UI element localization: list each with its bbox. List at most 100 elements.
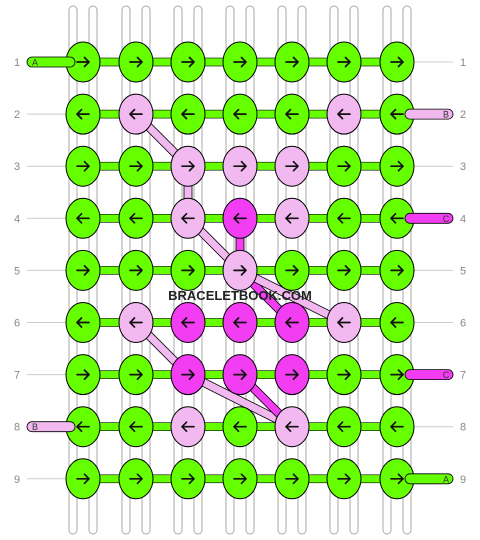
knot bbox=[326, 406, 362, 448]
arrow-right-icon bbox=[337, 473, 351, 485]
arrow-left-icon bbox=[285, 317, 299, 328]
arrow-left-icon bbox=[390, 317, 404, 328]
arrow-left-icon bbox=[181, 317, 195, 328]
right-string-tail bbox=[404, 108, 454, 120]
knot bbox=[118, 197, 154, 239]
row-label-right: 7 bbox=[460, 370, 466, 382]
arrow-left-icon bbox=[285, 212, 299, 224]
arrow-left-icon bbox=[233, 421, 247, 433]
knot bbox=[65, 145, 101, 187]
knot bbox=[118, 354, 154, 396]
arrow-right-icon bbox=[129, 369, 143, 380]
knot bbox=[118, 93, 154, 135]
arrow-left-icon bbox=[337, 108, 351, 120]
arrow-left-icon bbox=[76, 108, 90, 120]
knot bbox=[274, 145, 310, 187]
arrow-left-icon bbox=[285, 421, 299, 433]
knot bbox=[170, 302, 206, 343]
arrow-right-icon bbox=[181, 265, 195, 276]
arrow-right-icon bbox=[233, 369, 247, 380]
arrow-left-icon bbox=[181, 212, 195, 224]
knot bbox=[274, 406, 310, 448]
knot bbox=[170, 406, 206, 448]
row-label-right: 1 bbox=[460, 57, 466, 69]
arrow-right-icon bbox=[390, 265, 404, 276]
knot bbox=[222, 41, 258, 83]
knot bbox=[65, 458, 101, 500]
arrow-left-icon bbox=[390, 108, 404, 120]
arrow-right-icon bbox=[181, 160, 195, 172]
knot bbox=[65, 197, 101, 239]
knot bbox=[326, 93, 362, 135]
left-string-tail bbox=[26, 421, 76, 433]
arrow-left-icon bbox=[129, 421, 143, 433]
arrow-left-icon bbox=[181, 421, 195, 433]
knot bbox=[170, 249, 206, 291]
row-label-right: 9 bbox=[460, 474, 466, 486]
knot bbox=[274, 302, 310, 343]
row-label-left: 3 bbox=[14, 161, 20, 173]
right-string-tail bbox=[404, 369, 454, 381]
knot bbox=[379, 406, 415, 448]
arrow-right-icon bbox=[390, 160, 404, 172]
arrow-right-icon bbox=[285, 160, 299, 172]
arrow-right-icon bbox=[233, 160, 247, 172]
knot bbox=[274, 93, 310, 135]
knot bbox=[170, 354, 206, 396]
arrow-left-icon bbox=[181, 108, 195, 120]
arrow-right-icon bbox=[337, 369, 351, 380]
knot bbox=[326, 458, 362, 500]
row-label-right: 6 bbox=[460, 318, 466, 330]
row-label-left: 6 bbox=[14, 318, 20, 330]
string-tag: A bbox=[443, 474, 449, 484]
row-label-right: 4 bbox=[460, 213, 466, 225]
arrow-right-icon bbox=[129, 56, 143, 68]
knots bbox=[65, 41, 415, 500]
horizontal-strings bbox=[82, 57, 398, 484]
arrow-right-icon bbox=[181, 56, 195, 68]
knot bbox=[118, 406, 154, 448]
knot bbox=[65, 41, 101, 83]
left-string-tail bbox=[26, 56, 76, 68]
knot bbox=[118, 302, 154, 343]
knot bbox=[326, 41, 362, 83]
knot bbox=[326, 145, 362, 187]
row-label-left: 8 bbox=[14, 422, 20, 434]
arrow-right-icon bbox=[129, 160, 143, 172]
knot bbox=[274, 41, 310, 83]
knot bbox=[326, 354, 362, 396]
knot bbox=[222, 302, 258, 343]
knot bbox=[65, 406, 101, 448]
arrow-left-icon bbox=[129, 212, 143, 224]
knot bbox=[379, 302, 415, 343]
arrow-right-icon bbox=[76, 473, 90, 485]
arrow-right-icon bbox=[233, 265, 247, 276]
arrow-right-icon bbox=[76, 56, 90, 68]
string-tag: A bbox=[32, 58, 38, 68]
knot bbox=[222, 93, 258, 135]
arrow-left-icon bbox=[285, 108, 299, 120]
string-tag: C bbox=[443, 370, 450, 380]
knot bbox=[118, 41, 154, 83]
arrow-right-icon bbox=[285, 265, 299, 276]
row-label-right: 3 bbox=[460, 161, 466, 173]
arrow-right-icon bbox=[390, 369, 404, 380]
right-string-tail bbox=[404, 473, 454, 485]
knot bbox=[326, 197, 362, 239]
knot bbox=[274, 249, 310, 291]
knot bbox=[379, 249, 415, 291]
knot bbox=[118, 458, 154, 500]
knot bbox=[170, 41, 206, 83]
arrow-left-icon bbox=[390, 421, 404, 433]
arrow-left-icon bbox=[233, 317, 247, 328]
knot bbox=[65, 354, 101, 396]
knot bbox=[274, 354, 310, 396]
knot bbox=[65, 249, 101, 291]
knot bbox=[65, 302, 101, 343]
knot bbox=[222, 197, 258, 239]
arrow-right-icon bbox=[285, 369, 299, 380]
arrow-right-icon bbox=[285, 56, 299, 68]
row-label-left: 5 bbox=[14, 265, 20, 277]
